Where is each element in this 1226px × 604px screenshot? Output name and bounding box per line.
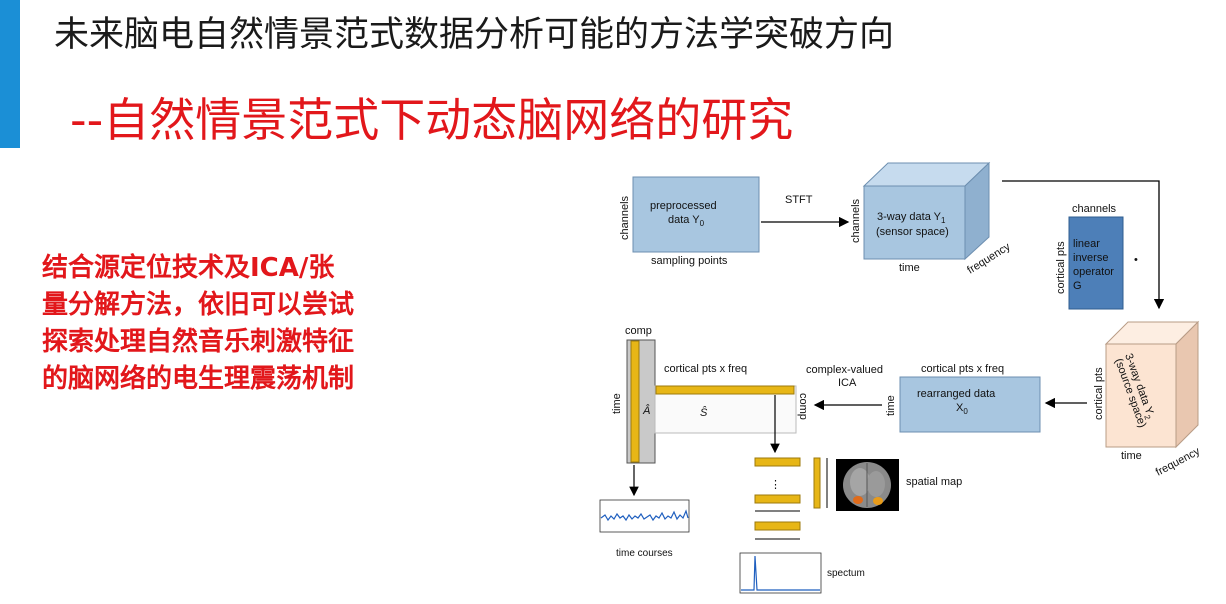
source-space-cube: 3-way data Y2 (source space) cortical pt… (1093, 320, 1203, 479)
sensor-space-cube: 3-way data Y1 (sensor space) channels ti… (850, 161, 1013, 277)
svg-text:cortical pts x freq: cortical pts x freq (664, 363, 747, 375)
svg-text:inverse: inverse (1073, 252, 1108, 264)
svg-text:X0: X0 (956, 402, 968, 416)
preprocessed-text: preprocessed (650, 200, 717, 212)
components-block: comp time Â Ŝ cortical pts x freq comp (611, 325, 809, 464)
sampling-points-label: sampling points (651, 255, 728, 267)
svg-text:⋮: ⋮ (770, 479, 781, 491)
svg-text:3-way data Y1: 3-way data Y1 (877, 211, 946, 225)
dot-operator: • (1134, 254, 1138, 266)
svg-text:cortical pts: cortical pts (1093, 367, 1105, 420)
svg-text:time: time (885, 395, 897, 416)
svg-text:spatial map: spatial map (906, 476, 962, 488)
component-bars: ⋮ (754, 457, 828, 540)
slide-title: 未来脑电自然情景范式数据分析可能的方法学突破方向 (54, 15, 895, 55)
svg-text:frequency: frequency (1154, 445, 1203, 479)
stft-arrow: STFT (761, 194, 850, 228)
ica-arrow: complex-valued ICA (806, 364, 883, 411)
side-text-line: 量分解方法，依旧可以尝试 (42, 290, 355, 320)
svg-text:comp: comp (625, 325, 652, 337)
time-course-plot: time courses (599, 499, 690, 559)
svg-text:G: G (1073, 280, 1082, 292)
svg-text:comp: comp (797, 393, 809, 420)
channels-label: channels (619, 195, 631, 240)
operator-g-box: linear inverse operator G channels corti… (1055, 203, 1138, 310)
svg-text:data Y0: data Y0 (668, 214, 705, 228)
svg-text:complex-valued: complex-valued (806, 364, 883, 376)
side-text-block: 结合源定位技术及ICA/张 量分解方法，依旧可以尝试 探索处理自然音乐刺激特征 … (42, 250, 462, 398)
spectrum-plot: spectum (739, 552, 865, 594)
svg-text:channels: channels (850, 198, 862, 243)
svg-text:Ŝ: Ŝ (700, 406, 708, 419)
brain-map-image: spatial map (836, 459, 962, 511)
svg-text:time courses: time courses (616, 548, 673, 559)
svg-text:time: time (1121, 450, 1142, 462)
side-text-line: 探索处理自然音乐刺激特征 (42, 327, 355, 357)
preprocessed-data-box: preprocessed data Y0 channels sampling p… (619, 176, 760, 267)
svg-text:operator: operator (1073, 266, 1114, 278)
svg-text:time: time (899, 262, 920, 274)
svg-text:Â: Â (642, 404, 650, 417)
connector-arrow (1002, 180, 1165, 310)
operator-channels-label: channels (1072, 203, 1117, 215)
svg-text:cortical pts x freq: cortical pts x freq (921, 363, 1004, 375)
svg-text:spectum: spectum (827, 568, 865, 579)
svg-text:rearranged data: rearranged data (917, 388, 996, 400)
rearranged-data-box: rearranged data X0 cortical pts x freq t… (885, 363, 1041, 433)
side-text-line: 的脑网络的电生理震荡机制 (42, 364, 355, 394)
accent-bar (0, 0, 20, 148)
slide-subtitle: --自然情景范式下动态脑网络的研究 (70, 93, 794, 147)
svg-text:time: time (611, 393, 623, 414)
svg-text:cortical pts: cortical pts (1055, 241, 1067, 294)
svg-text:ICA: ICA (838, 377, 857, 389)
stft-label: STFT (785, 194, 813, 206)
svg-text:linear: linear (1073, 238, 1100, 250)
svg-text:(sensor space): (sensor space) (876, 226, 949, 238)
side-text-line: 结合源定位技术及ICA/张 (42, 253, 335, 283)
